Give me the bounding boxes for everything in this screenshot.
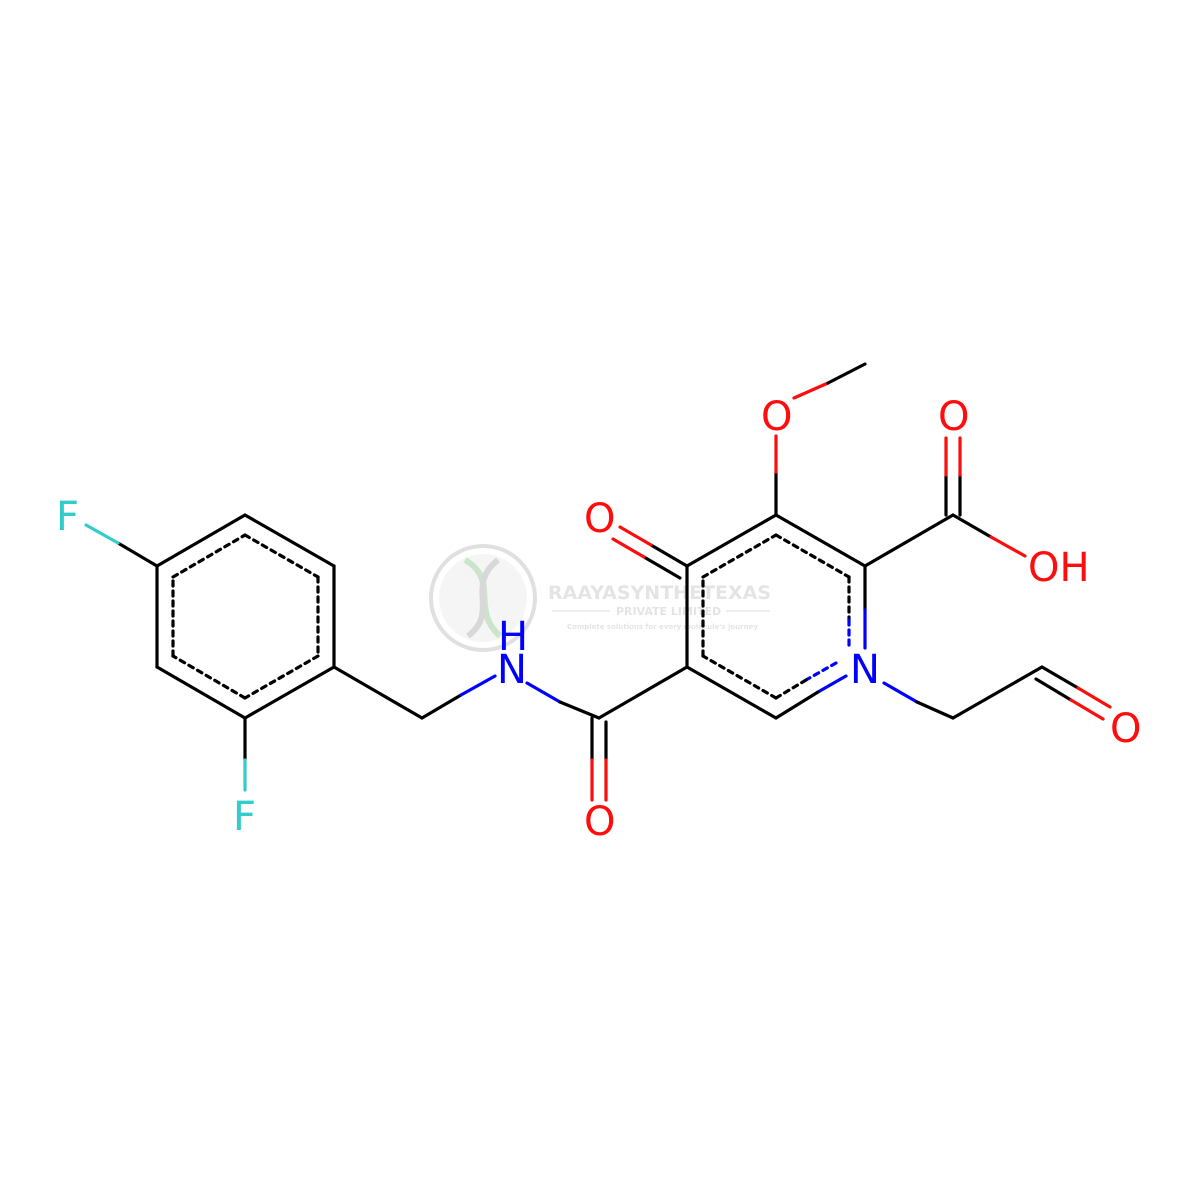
ketone-oxygen-label: O <box>584 496 615 542</box>
aromatic-inner-bond <box>804 661 838 682</box>
methoxy-group <box>774 362 867 517</box>
acid-hydroxyl-label: OH <box>1028 545 1090 591</box>
aromatic-inner-bond <box>701 654 778 700</box>
aromatic-inner-bond <box>243 533 320 579</box>
ketone-carbonyl <box>611 525 689 580</box>
aromatic-inner-bond <box>171 533 247 579</box>
atom-labels: F F H N O O O OH N O O <box>56 394 1141 845</box>
methoxy-oxygen-label: O <box>761 394 792 440</box>
ring-nitrogen-label: N <box>850 647 880 693</box>
watermark-subtitle: PRIVATE LIMITED <box>616 605 721 618</box>
aromatic-inner-bond <box>171 654 247 700</box>
aromatic-inner-bond <box>774 678 808 700</box>
aromatic-inner-bond <box>243 654 320 700</box>
watermark-tagline: Complete solutions for every molecule's … <box>567 623 758 631</box>
benzyl-amide-linker <box>332 665 601 720</box>
watermark-logo-ring <box>429 544 537 652</box>
watermark-company: RAAYASYNTHETEXAS <box>548 582 771 604</box>
fluorine-label-top: F <box>56 494 79 540</box>
amide-oxygen-label: O <box>584 799 615 845</box>
amide-hydrogen-label: H <box>498 614 528 660</box>
watermark: RAAYASYNTHETEXAS PRIVATE LIMITED Complet… <box>429 544 771 652</box>
fluorine-label-bottom: F <box>233 794 256 840</box>
pyridinone-ring <box>685 513 867 720</box>
difluorophenyl-ring <box>155 513 336 720</box>
aromatic-inner-bond <box>774 533 851 579</box>
amide-nitrogen-label: N <box>497 647 527 693</box>
formylmethyl-group <box>882 665 1112 721</box>
amide-carbonyl <box>590 665 689 802</box>
fluorine-bonds <box>84 523 247 792</box>
aldehyde-oxygen-label: O <box>1110 706 1141 752</box>
acid-carbonyl-oxygen-label: O <box>938 394 969 440</box>
carboxylic-acid-group <box>863 436 1027 568</box>
aromatic-inner-bond <box>701 533 778 579</box>
watermark-dna-icon-strand <box>466 557 500 639</box>
